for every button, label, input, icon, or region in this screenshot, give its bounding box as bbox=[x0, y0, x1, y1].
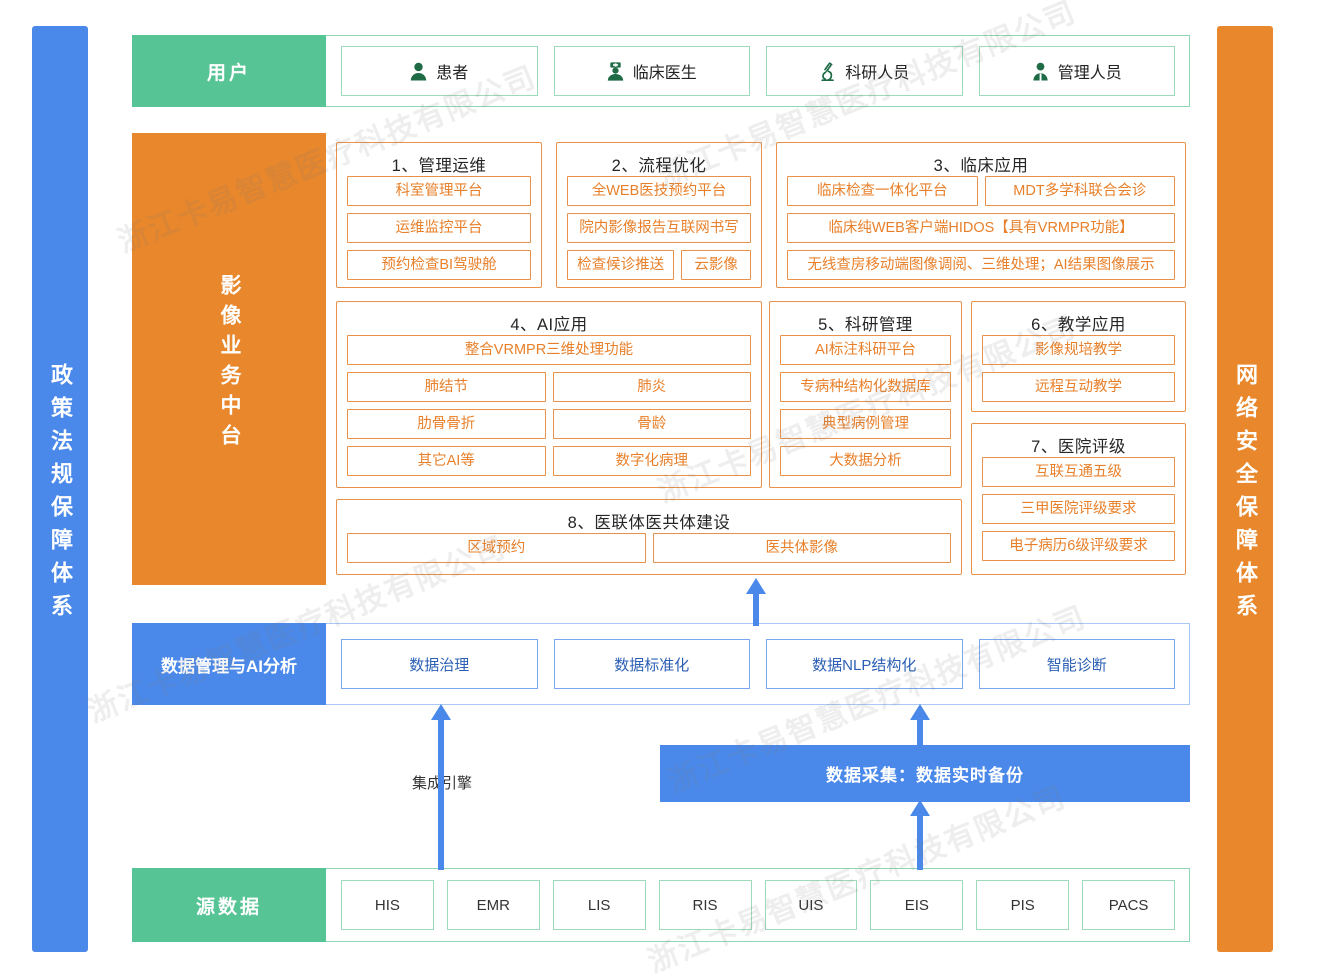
platform-item[interactable]: 全WEB医技预约平台 bbox=[567, 176, 751, 206]
platform-item[interactable]: 云影像 bbox=[681, 250, 751, 280]
source-chip-eis[interactable]: EIS bbox=[870, 880, 964, 930]
section-body: 影像规培教学 远程互动教学 bbox=[972, 335, 1185, 411]
section-body: 科室管理平台 运维监控平台 预约检查BI驾驶舱 bbox=[337, 176, 541, 289]
source-data-chip-list: HIS EMR LIS RIS UIS EIS PIS PACS bbox=[326, 868, 1190, 942]
platform-item[interactable]: 典型病例管理 bbox=[780, 409, 951, 439]
data-management-label: 数据管理与AI分析 bbox=[132, 623, 326, 705]
platform-item[interactable]: 远程互动教学 bbox=[982, 372, 1175, 402]
data-chip-nlp[interactable]: 数据NLP结构化 bbox=[766, 639, 963, 689]
section-body: 全WEB医技预约平台 院内影像报告互联网书写 检查候诊推送 云影像 bbox=[557, 176, 761, 289]
data-chip-diagnosis[interactable]: 智能诊断 bbox=[978, 639, 1175, 689]
platform-item[interactable]: 电子病历6级评级要求 bbox=[982, 531, 1175, 561]
platform-item[interactable]: 检查候诊推送 bbox=[567, 250, 675, 280]
section-6-teaching: 6、教学应用 影像规培教学 远程互动教学 bbox=[971, 301, 1186, 412]
user-row-label: 用户 bbox=[132, 35, 326, 107]
section-title: 7、医院评级 bbox=[1031, 438, 1126, 456]
platform-item-row: 其它AI等 数字化病理 bbox=[347, 446, 751, 476]
section-title: 3、临床应用 bbox=[933, 157, 1029, 175]
doctor-icon bbox=[607, 61, 624, 81]
platform-item-row: 肺结节 肺炎 bbox=[347, 372, 751, 402]
section-title: 2、流程优化 bbox=[611, 157, 707, 175]
platform-item[interactable]: 骨龄 bbox=[552, 409, 751, 439]
section-body: 互联互通五级 三甲医院评级要求 电子病历6级评级要求 bbox=[972, 457, 1185, 570]
user-chip-list: 患者 临床医生 bbox=[326, 35, 1190, 107]
data-chip-standardization[interactable]: 数据标准化 bbox=[553, 639, 750, 689]
platform-item-row: 区域预约 医共体影像 bbox=[347, 533, 951, 563]
platform-item[interactable]: 预约检查BI驾驶舱 bbox=[347, 250, 531, 280]
platform-item[interactable]: AI标注科研平台 bbox=[780, 335, 951, 365]
platform-item[interactable]: 三甲医院评级要求 bbox=[982, 494, 1175, 524]
platform-item[interactable]: 临床纯WEB客户端HIDOS【具有VRMPR功能】 bbox=[787, 213, 1175, 243]
section-title: 4、AI应用 bbox=[510, 316, 588, 334]
patient-icon bbox=[410, 62, 427, 81]
platform-item[interactable]: 影像规培教学 bbox=[982, 335, 1175, 365]
platform-item[interactable]: 其它AI等 bbox=[347, 446, 546, 476]
section-title: 6、教学应用 bbox=[1031, 316, 1126, 334]
platform-item[interactable]: 肺结节 bbox=[347, 372, 546, 402]
manager-icon bbox=[1032, 62, 1049, 81]
section-5-research: 5、科研管理 AI标注科研平台 专病种结构化数据库 典型病例管理 大数据分析 bbox=[769, 301, 962, 488]
platform-item[interactable]: 专病种结构化数据库 bbox=[780, 372, 951, 402]
platform-item-row: 临床检查一体化平台 MDT多学科联合会诊 bbox=[787, 176, 1175, 206]
source-chip-lis[interactable]: LIS bbox=[552, 880, 646, 930]
section-2-process: 2、流程优化 全WEB医技预约平台 院内影像报告互联网书写 检查候诊推送 云影像 bbox=[556, 142, 762, 288]
platform-item[interactable]: MDT多学科联合会诊 bbox=[984, 176, 1175, 206]
platform-item[interactable]: 整合VRMPR三维处理功能 bbox=[347, 335, 751, 365]
platform-item[interactable]: 运维监控平台 bbox=[347, 213, 531, 243]
user-chip-label: 科研人员 bbox=[845, 65, 910, 82]
platform-item[interactable]: 肺炎 bbox=[552, 372, 751, 402]
user-chip-researcher[interactable]: 科研人员 bbox=[766, 46, 963, 96]
platform-item[interactable]: 数字化病理 bbox=[552, 446, 751, 476]
source-chip-pacs[interactable]: PACS bbox=[1082, 880, 1175, 930]
microscope-icon bbox=[819, 61, 836, 81]
platform-item[interactable]: 互联互通五级 bbox=[982, 457, 1175, 487]
arrow-source-to-collect bbox=[910, 800, 930, 870]
platform-item[interactable]: 临床检查一体化平台 bbox=[787, 176, 978, 206]
section-4-ai: 4、AI应用 整合VRMPR三维处理功能 肺结节 肺炎 肋骨骨折 骨龄 其它AI… bbox=[336, 301, 762, 488]
user-chip-patient[interactable]: 患者 bbox=[341, 46, 538, 96]
source-chip-emr[interactable]: EMR bbox=[446, 880, 540, 930]
platform-item[interactable]: 肋骨骨折 bbox=[347, 409, 546, 439]
section-body: 整合VRMPR三维处理功能 肺结节 肺炎 肋骨骨折 骨龄 其它AI等 数字化病理 bbox=[337, 335, 761, 485]
section-title: 8、医联体医共体建设 bbox=[567, 514, 731, 532]
source-chip-his[interactable]: HIS bbox=[341, 880, 434, 930]
arrow-data-to-platform bbox=[746, 578, 766, 626]
platform-item-row: 检查候诊推送 云影像 bbox=[567, 250, 751, 280]
platform-item-row: 肋骨骨折 骨龄 bbox=[347, 409, 751, 439]
section-1-management: 1、管理运维 科室管理平台 运维监控平台 预约检查BI驾驶舱 bbox=[336, 142, 542, 288]
platform-item[interactable]: 无线查房移动端图像调阅、三维处理；AI结果图像展示 bbox=[787, 250, 1175, 280]
platform-item[interactable]: 区域预约 bbox=[347, 533, 646, 563]
user-chip-label: 临床医生 bbox=[632, 65, 697, 82]
policy-regulation-pillar: 政策法规保障体系 bbox=[32, 26, 88, 952]
arrow-integration-engine bbox=[431, 704, 451, 870]
platform-item[interactable]: 院内影像报告互联网书写 bbox=[567, 213, 751, 243]
user-chip-label: 管理人员 bbox=[1057, 65, 1122, 82]
data-management-chip-list: 数据治理 数据标准化 数据NLP结构化 智能诊断 bbox=[326, 623, 1190, 705]
user-chip-clinician[interactable]: 临床医生 bbox=[553, 46, 750, 96]
platform-item[interactable]: 大数据分析 bbox=[780, 446, 951, 476]
data-chip-governance[interactable]: 数据治理 bbox=[341, 639, 538, 689]
section-body: AI标注科研平台 专病种结构化数据库 典型病例管理 大数据分析 bbox=[770, 335, 961, 485]
platform-item[interactable]: 医共体影像 bbox=[652, 533, 951, 563]
source-chip-uis[interactable]: UIS bbox=[764, 880, 858, 930]
source-chip-ris[interactable]: RIS bbox=[658, 880, 752, 930]
section-7-hospital-rating: 7、医院评级 互联互通五级 三甲医院评级要求 电子病历6级评级要求 bbox=[971, 423, 1186, 575]
section-3-clinical: 3、临床应用 临床检查一体化平台 MDT多学科联合会诊 临床纯WEB客户端HID… bbox=[776, 142, 1186, 288]
network-security-pillar: 网络安全保障体系 bbox=[1217, 26, 1273, 952]
platform-label: 影像业务中台 bbox=[132, 133, 326, 585]
section-title: 5、科研管理 bbox=[818, 316, 913, 334]
data-collection-box: 数据采集：数据实时备份 bbox=[660, 745, 1190, 802]
section-title: 1、管理运维 bbox=[391, 157, 487, 175]
section-body: 临床检查一体化平台 MDT多学科联合会诊 临床纯WEB客户端HIDOS【具有VR… bbox=[777, 176, 1185, 289]
platform-item[interactable]: 科室管理平台 bbox=[347, 176, 531, 206]
user-chip-label: 患者 bbox=[436, 65, 469, 82]
section-8-medical-alliance: 8、医联体医共体建设 区域预约 医共体影像 bbox=[336, 499, 962, 575]
arrow-collect-to-data bbox=[910, 704, 930, 748]
section-body: 区域预约 医共体影像 bbox=[337, 533, 961, 572]
source-data-label: 源数据 bbox=[132, 868, 326, 942]
user-chip-administrator[interactable]: 管理人员 bbox=[978, 46, 1175, 96]
source-chip-pis[interactable]: PIS bbox=[976, 880, 1070, 930]
